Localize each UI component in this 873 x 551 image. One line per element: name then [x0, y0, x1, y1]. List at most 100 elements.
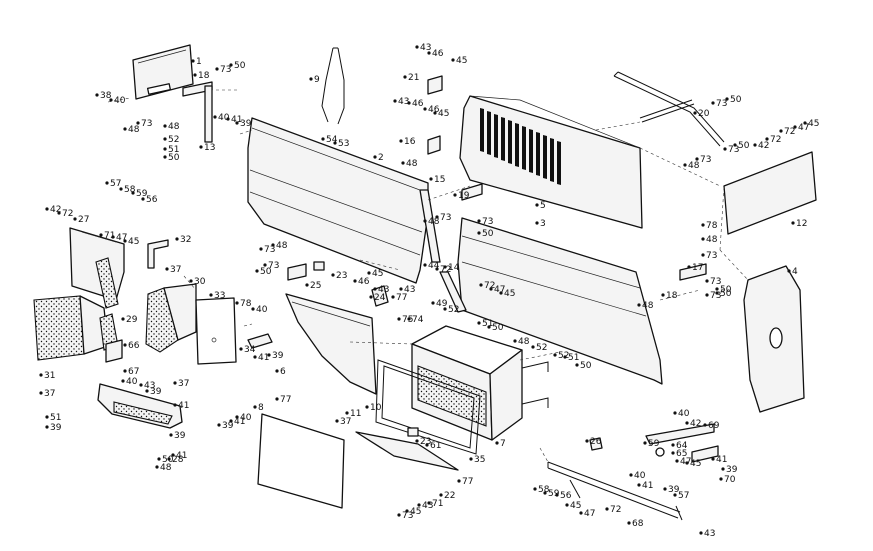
fastener-dot	[229, 63, 233, 67]
callout-label: 59	[648, 439, 660, 449]
callout-label: 42	[690, 419, 701, 429]
vent-slot	[529, 129, 533, 173]
fastener-dot	[235, 121, 239, 125]
fastener-dot	[275, 397, 279, 401]
part-69-bracket	[645, 423, 719, 463]
part-25-clip	[287, 263, 307, 281]
callout-label: 15	[434, 175, 445, 185]
assembly-lines	[107, 89, 749, 463]
callout-label: 29	[126, 315, 138, 325]
fastener-dot	[141, 197, 145, 201]
callout-label: 58	[124, 185, 136, 195]
callout-label: 47	[680, 457, 691, 467]
fastener-dot	[121, 379, 125, 383]
fastener-dot	[399, 287, 403, 291]
fastener-dot	[163, 155, 167, 159]
vent-slot	[487, 111, 491, 155]
callout-label: 33	[214, 291, 225, 301]
callout-label: 51	[50, 413, 61, 423]
fastener-dot	[123, 369, 127, 373]
callout-label: 40	[634, 471, 646, 481]
callout-label: 73	[700, 155, 711, 165]
fastener-dot	[57, 211, 61, 215]
callout-label: 72	[610, 505, 621, 515]
callout-label: 23	[420, 437, 431, 447]
fastener-dot	[683, 163, 687, 167]
vent-slot	[508, 120, 512, 164]
fastener-dot	[779, 129, 783, 133]
callout-label: 73	[482, 217, 493, 227]
callout-label: 39	[726, 465, 738, 475]
callout-label: 50	[260, 267, 272, 277]
fastener-dot	[687, 265, 691, 269]
fastener-dot	[489, 287, 493, 291]
callout-label: 18	[198, 71, 210, 81]
fastener-dot	[457, 479, 461, 483]
fastener-dot	[263, 263, 267, 267]
callout-label: 21	[408, 73, 419, 83]
fastener-dot	[453, 193, 457, 197]
callout-label: 46	[428, 105, 440, 115]
fastener-dot	[213, 115, 217, 119]
callout-label: 47	[584, 509, 595, 519]
part-34-bracket	[247, 333, 273, 349]
callout-label: 40	[256, 305, 268, 315]
callout-label: 50	[482, 229, 494, 239]
callout-label: 41	[258, 353, 269, 363]
fastener-dot	[331, 273, 335, 277]
fastener-dot	[661, 293, 665, 297]
callout-label: 48	[160, 463, 172, 473]
fastener-dot	[157, 457, 161, 461]
callout-label: 50	[162, 455, 174, 465]
callout-label: 17	[692, 263, 703, 273]
vent-slot	[480, 108, 484, 152]
callout-label: 73	[141, 119, 152, 129]
fastener-dot	[565, 503, 569, 507]
callout-label: 20	[698, 109, 710, 119]
callout-label: 43	[704, 529, 715, 539]
fastener-dot	[415, 439, 419, 443]
callout-label: 43	[420, 43, 431, 53]
fastener-glyphs	[39, 45, 807, 535]
callout-label: 19	[458, 191, 470, 201]
fastener-dot	[173, 403, 177, 407]
fastener-dot	[435, 215, 439, 219]
callout-label: 18	[666, 291, 678, 301]
fastener-dot	[533, 487, 537, 491]
callout-label: 61	[430, 441, 441, 451]
fastener-dot	[271, 243, 275, 247]
callout-label: 40	[114, 96, 126, 106]
callout-label: 24	[374, 293, 386, 303]
fastener-dot	[397, 317, 401, 321]
fastener-dot	[405, 509, 409, 513]
fastener-dot	[229, 419, 233, 423]
part-45-strip	[95, 257, 119, 309]
callout-label: 46	[432, 49, 444, 59]
part-30-plate	[145, 283, 197, 353]
fastener-dot	[685, 461, 689, 465]
vent-slot	[494, 114, 498, 158]
fastener-dot	[333, 141, 337, 145]
callout-label: 51	[168, 145, 179, 155]
fastener-dot	[425, 443, 429, 447]
fastener-dot	[705, 293, 709, 297]
callout-label: 25	[310, 281, 321, 291]
callout-label: 72	[484, 281, 495, 291]
fastener-dot	[163, 147, 167, 151]
fastener-dot	[673, 411, 677, 415]
fastener-dot	[139, 383, 143, 387]
fastener-dot	[605, 507, 609, 511]
callout-label: 47	[798, 123, 809, 133]
fastener-dot	[629, 473, 633, 477]
fastener-dot	[469, 457, 473, 461]
callout-label: 73	[264, 245, 275, 255]
fastener-dot	[189, 279, 193, 283]
callout-label: 7	[500, 439, 506, 449]
fastener-dot	[787, 269, 791, 273]
callout-label: 3	[540, 219, 546, 229]
callout-label: 38	[100, 91, 112, 101]
callout-label: 43	[398, 97, 409, 107]
fastener-dot	[373, 155, 377, 159]
fastener-dot	[427, 501, 431, 505]
